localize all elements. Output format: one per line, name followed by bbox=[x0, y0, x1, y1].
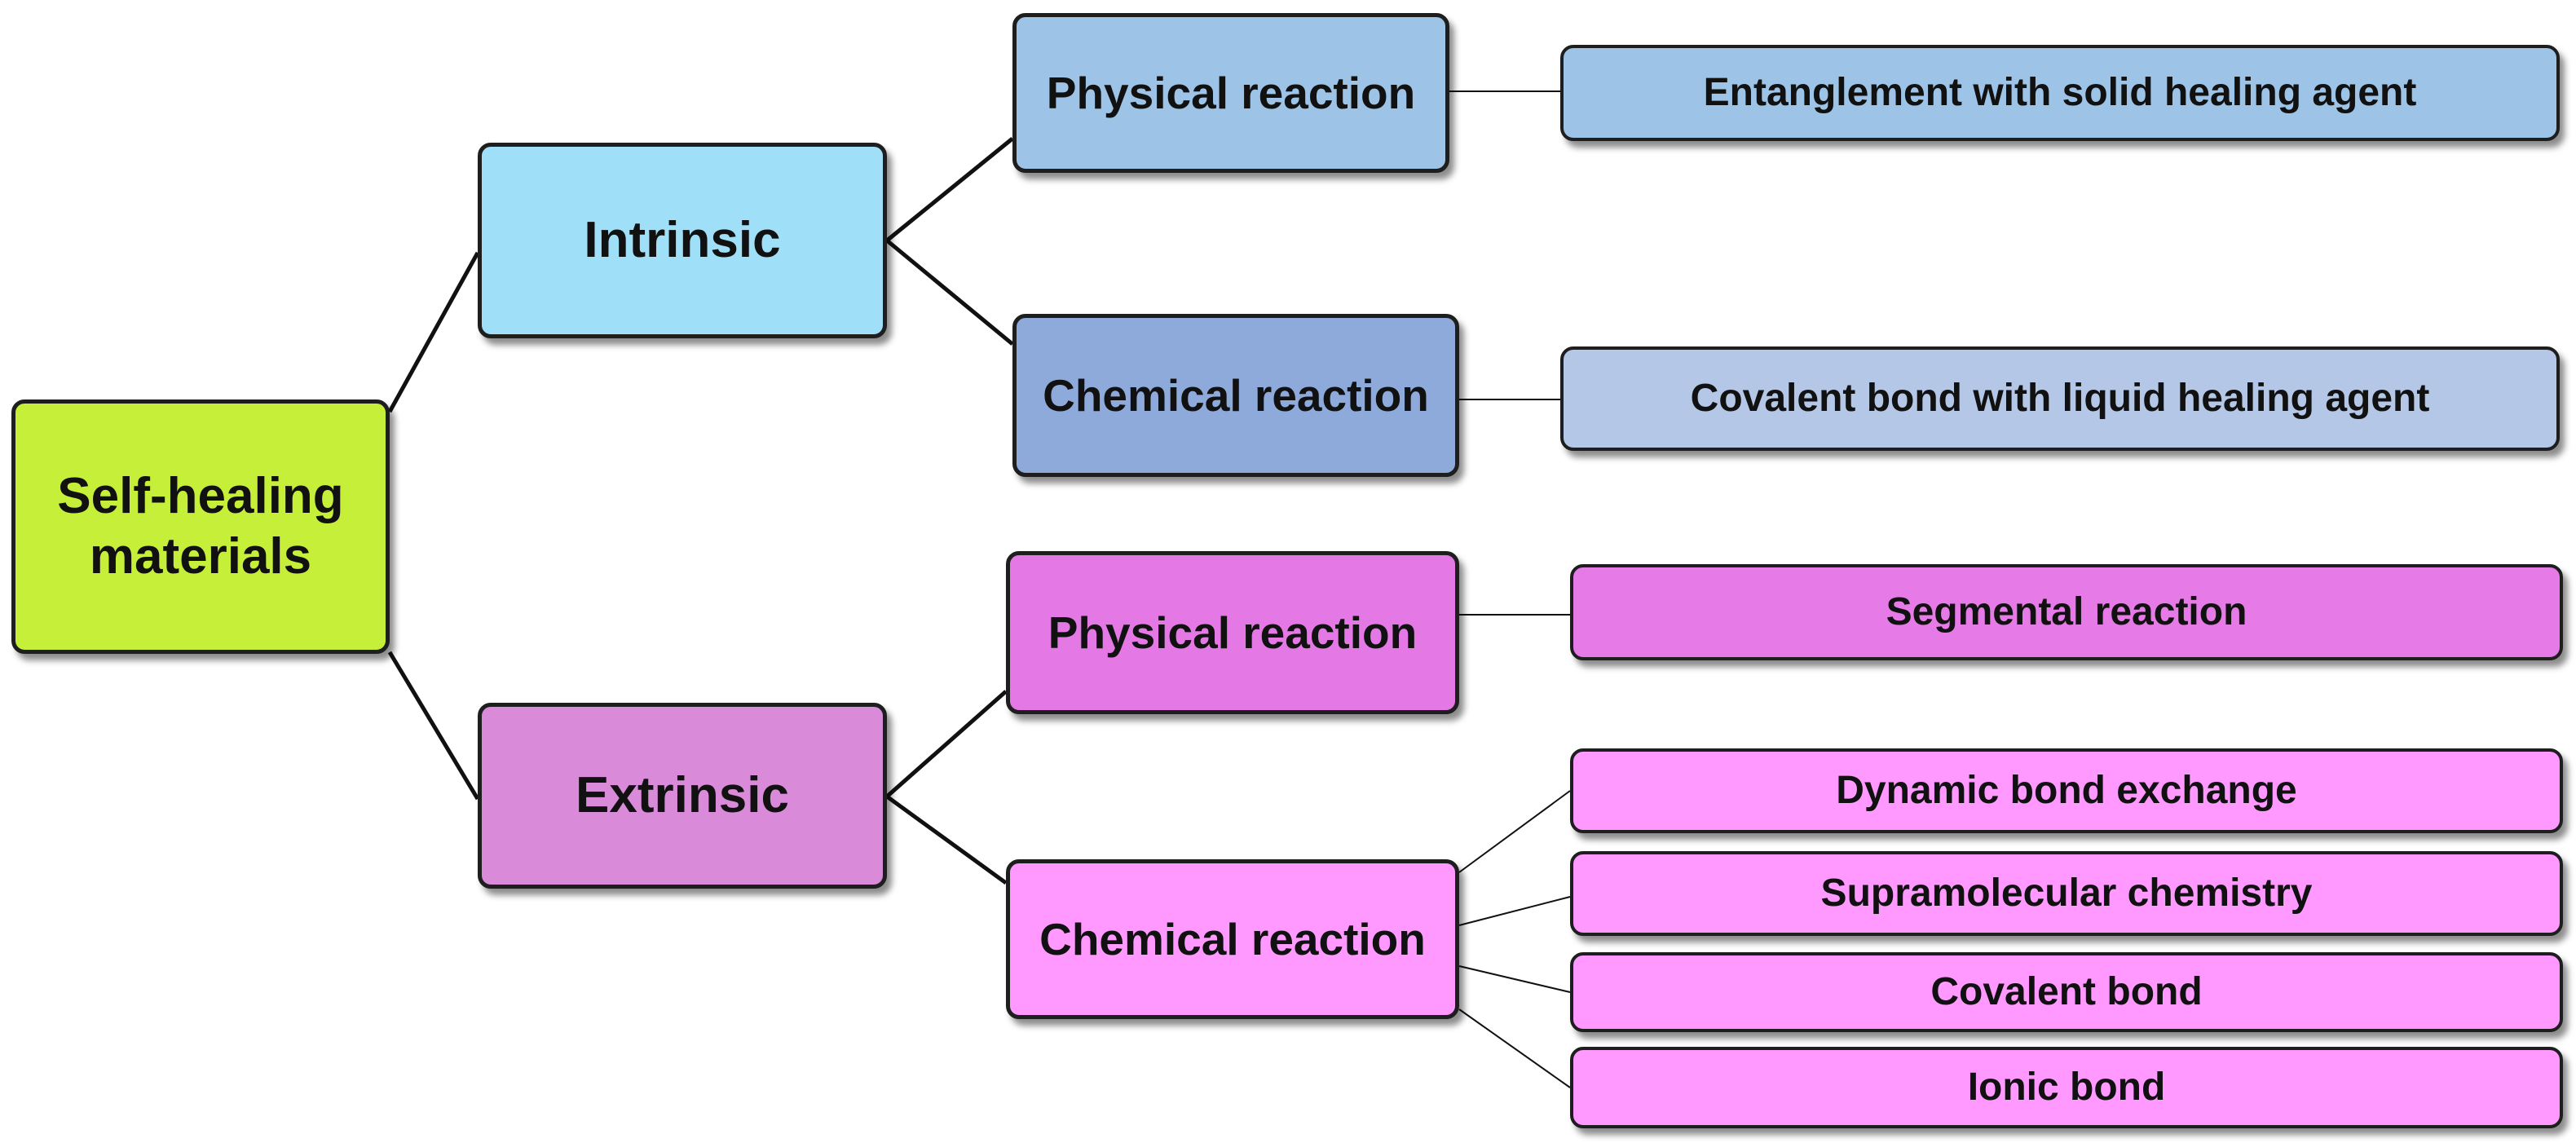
connector-extrinsic-chemical-leaf-3 bbox=[1458, 965, 1571, 993]
connector-extrinsic-chemical-leaf-4 bbox=[1458, 1008, 1571, 1088]
leaf-supramolecular-chemistry: Supramolecular chemistry bbox=[1570, 851, 2563, 936]
leaf-covalent-bond-label: Covalent bond bbox=[1930, 970, 2203, 1014]
connector-root-intrinsic bbox=[387, 251, 480, 413]
intrinsic-physical-label: Physical reaction bbox=[1046, 68, 1416, 118]
extrinsic-chemical-node: Chemical reaction bbox=[1006, 859, 1459, 1019]
leaf-entanglement-solid: Entanglement with solid healing agent bbox=[1560, 45, 2560, 141]
leaf-covalent-liquid: Covalent bond with liquid healing agent bbox=[1560, 346, 2560, 451]
intrinsic-chemical-node: Chemical reaction bbox=[1012, 314, 1459, 477]
connector-intrinsic-chemical bbox=[885, 239, 1014, 346]
connector-extrinsic-chemical-leaf-2 bbox=[1458, 896, 1571, 926]
extrinsic-label: Extrinsic bbox=[576, 766, 789, 823]
connector-root-extrinsic bbox=[387, 651, 480, 801]
leaf-entanglement-solid-label: Entanglement with solid healing agent bbox=[1703, 71, 2417, 115]
leaf-ionic-bond-label: Ionic bond bbox=[1967, 1066, 2166, 1110]
connector-extrinsic-chemical-leaf-1 bbox=[1458, 790, 1571, 873]
leaf-ionic-bond: Ionic bond bbox=[1570, 1047, 2563, 1128]
leaf-dynamic-bond-exchange: Dynamic bond exchange bbox=[1570, 748, 2563, 833]
leaf-dynamic-bond-exchange-label: Dynamic bond exchange bbox=[1836, 769, 2297, 813]
extrinsic-chemical-label: Chemical reaction bbox=[1039, 914, 1426, 964]
root-label: Self-healing materials bbox=[57, 467, 344, 585]
extrinsic-physical-label: Physical reaction bbox=[1048, 607, 1418, 658]
connector-intrinsic-physical bbox=[885, 137, 1014, 242]
leaf-covalent-bond: Covalent bond bbox=[1570, 952, 2563, 1032]
intrinsic-label: Intrinsic bbox=[584, 211, 781, 268]
extrinsic-physical-node: Physical reaction bbox=[1006, 551, 1459, 714]
leaf-segmental-reaction: Segmental reaction bbox=[1570, 564, 2563, 660]
intrinsic-chemical-label: Chemical reaction bbox=[1043, 370, 1429, 421]
intrinsic-physical-node: Physical reaction bbox=[1012, 13, 1449, 173]
leaf-covalent-liquid-label: Covalent bond with liquid healing agent bbox=[1690, 377, 2430, 421]
connector-extrinsic-physical bbox=[885, 690, 1008, 798]
root-node: Self-healing materials bbox=[11, 399, 390, 654]
leaf-segmental-reaction-label: Segmental reaction bbox=[1886, 590, 2247, 634]
leaf-supramolecular-chemistry-label: Supramolecular chemistry bbox=[1820, 872, 2313, 916]
extrinsic-node: Extrinsic bbox=[478, 703, 887, 889]
intrinsic-node: Intrinsic bbox=[478, 143, 887, 338]
connector-extrinsic-chemical bbox=[885, 794, 1008, 885]
